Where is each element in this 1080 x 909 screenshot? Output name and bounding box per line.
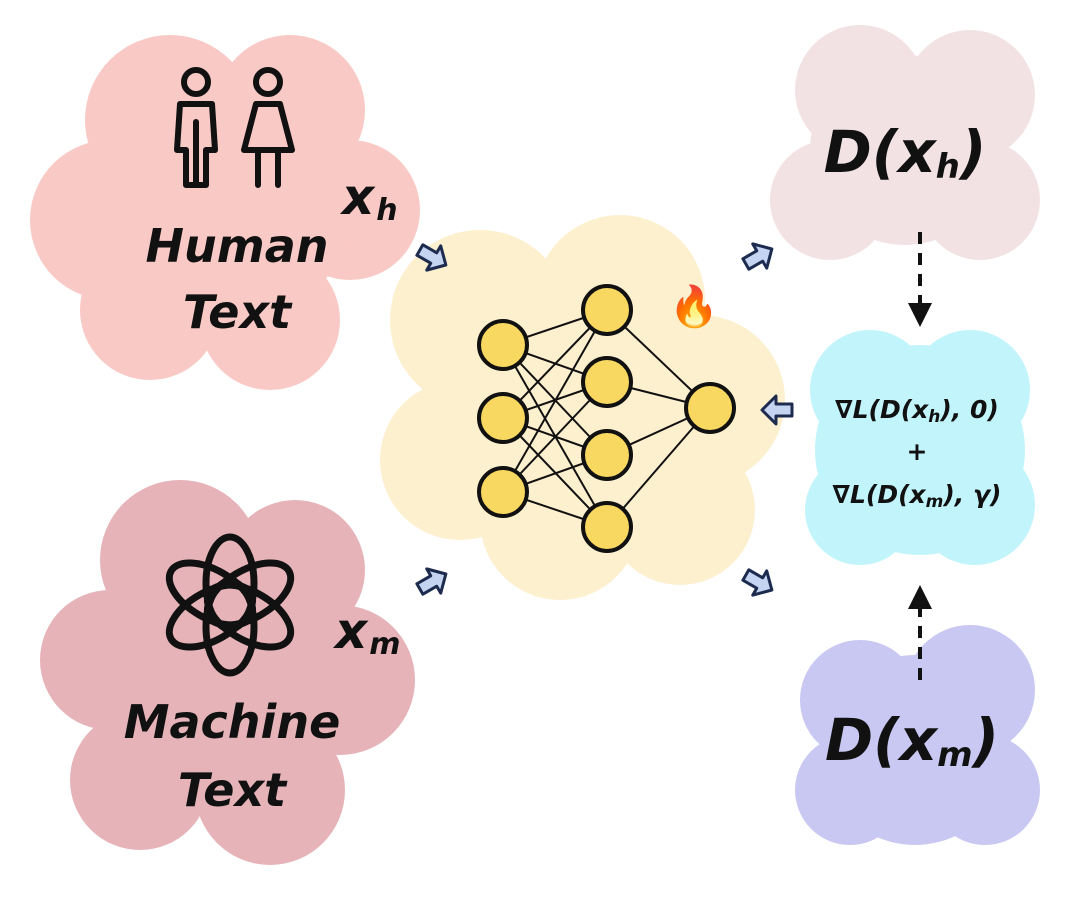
- human-cloud-shape: [30, 35, 420, 390]
- nn-neuron: [684, 382, 736, 434]
- openai-logo-icon: [165, 533, 295, 677]
- nn-connection: [606, 407, 711, 528]
- loss-line2: ∇L(D(xm), γ): [833, 480, 1002, 512]
- machine-var: xm: [332, 602, 401, 662]
- loss-plus: +: [907, 437, 928, 466]
- machine-text-cloud: xm Machine Text: [40, 480, 415, 865]
- model-cloud: 🔥: [380, 215, 785, 600]
- model-to-dm-arrow: [741, 568, 774, 597]
- loss-to-model-arrow: [760, 394, 794, 426]
- human-var: xh: [339, 168, 398, 228]
- human-to-model-arrow: [415, 243, 448, 272]
- machine-to-model-arrow: [415, 567, 448, 596]
- human-text-cloud: xh Human Text: [30, 35, 420, 390]
- loss-line1: ∇L(D(xh), 0): [835, 395, 999, 427]
- nn-neuron: [581, 284, 633, 336]
- machine-label-line2: Text: [178, 763, 288, 817]
- nn-neuron: [581, 501, 633, 553]
- flow-arrows: [415, 242, 794, 597]
- dh-cloud-shape: [770, 25, 1040, 260]
- dh-cloud: D(xh): [770, 25, 1040, 260]
- human-label-line1: Human: [146, 219, 329, 273]
- people-icon: [174, 67, 295, 188]
- loss-cloud-shape: [805, 330, 1035, 565]
- nn-neuron: [477, 466, 529, 518]
- dm-cloud-shape: [795, 625, 1040, 845]
- model-to-dh-arrow: [741, 242, 774, 271]
- machine-label-line1: Machine: [124, 695, 341, 749]
- fire-icon: 🔥: [669, 283, 719, 330]
- nn-neuron: [581, 356, 633, 408]
- dm-label: D(xm): [825, 706, 999, 775]
- neural-network-icon: [477, 284, 736, 553]
- dm-cloud: D(xm): [795, 625, 1040, 845]
- nn-neuron: [477, 392, 529, 444]
- nn-neuron: [477, 319, 529, 371]
- dh-label: D(xh): [824, 118, 987, 187]
- nn-connection: [502, 309, 608, 493]
- loss-cloud: ∇L(D(xh), 0) + ∇L(D(xm), γ): [805, 330, 1035, 565]
- human-label-line2: Text: [183, 285, 293, 339]
- nn-neuron: [581, 429, 633, 481]
